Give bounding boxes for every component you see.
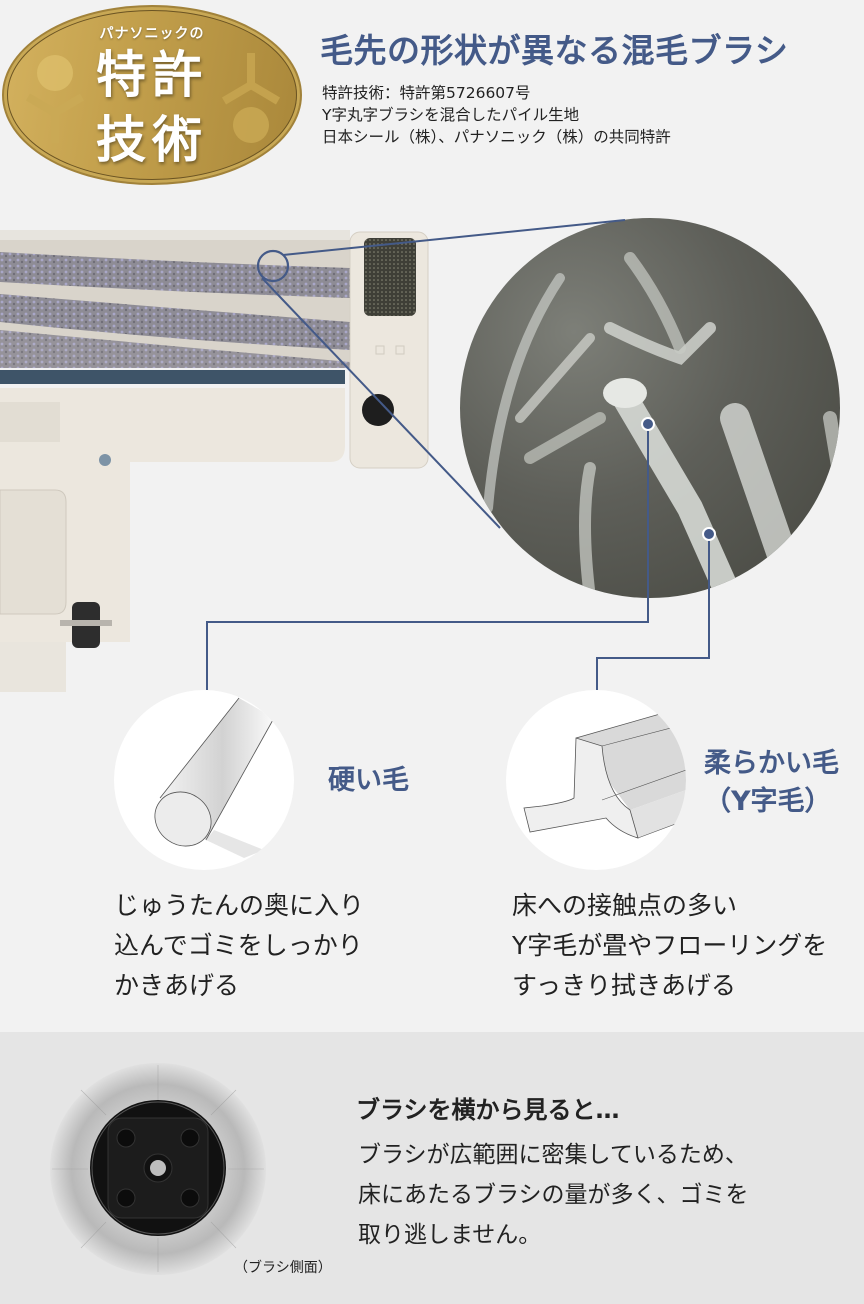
badge-title-line2: 技術 — [96, 110, 208, 169]
description-line: じゅうたんの奥に入り — [114, 891, 365, 920]
soft-bristle-description: 床への接触点の多い Y字毛が畳やフローリングを すっきり拭きあげる — [512, 886, 827, 1006]
body-line: ブラシが広範囲に密集しているため、 — [358, 1142, 748, 1168]
hard-bristle-label: 硬い毛 — [328, 765, 409, 796]
soft-bristle-label-line1: 柔らかい毛 — [704, 748, 839, 779]
page-title: 毛先の形状が異なる混毛ブラシ — [320, 31, 789, 70]
patent-details: 特許技術：特許第5726607号 Y字丸字ブラシを混合したパイル生地 日本シール… — [322, 82, 671, 148]
description-line: Y字毛が畳やフローリングを — [512, 931, 828, 960]
round-bristle-icon — [154, 697, 275, 858]
patent-holders: 日本シール（株）、パナソニック（株）の共同特許 — [322, 128, 671, 146]
y-bristle-symbol-right-icon — [221, 53, 281, 143]
badge-company-text: パナソニックの — [99, 26, 205, 42]
body-line: 取り逃しません。 — [358, 1222, 542, 1248]
soft-bristle-label-line2: （Y字毛） — [704, 786, 832, 817]
brush-side-photo — [50, 1063, 266, 1275]
patent-badge: パナソニックの 特許 技術 — [2, 5, 302, 185]
badge-oval — [2, 5, 302, 185]
description-line: 床への接触点の多い — [512, 891, 738, 920]
description-line: すっきり拭きあげる — [512, 971, 737, 1000]
brush-side-caption: （ブラシ側面） — [234, 1260, 332, 1276]
hard-bristle-illustration — [114, 690, 294, 870]
magnified-bristles-photo — [460, 218, 840, 598]
badge-title-line1: 特許 — [96, 45, 208, 104]
vacuum-head-photo — [0, 230, 429, 692]
patent-number: 特許技術：特許第5726607号 — [322, 84, 531, 102]
body-line: 床にあたるブラシの量が多く、ゴミを — [358, 1182, 749, 1208]
description-line: かきあげる — [114, 971, 240, 1000]
y-shaped-bristle-icon — [523, 709, 686, 839]
soft-bristle-label: 柔らかい毛 （Y字毛） — [704, 745, 839, 821]
side-view-title: ブラシを横から見ると… — [356, 1096, 620, 1124]
patent-material: Y字丸字ブラシを混合したパイル生地 — [322, 106, 580, 124]
side-view-body: ブラシが広範囲に密集しているため、 床にあたるブラシの量が多く、ゴミを 取り逃し… — [358, 1135, 749, 1255]
y-bristle-symbol-left-icon — [25, 55, 85, 143]
hard-bristle-description: じゅうたんの奥に入り 込んでゴミをしっかり かきあげる — [114, 886, 364, 1006]
description-line: 込んでゴミをしっかり — [114, 931, 363, 960]
soft-bristle-illustration — [506, 690, 686, 870]
